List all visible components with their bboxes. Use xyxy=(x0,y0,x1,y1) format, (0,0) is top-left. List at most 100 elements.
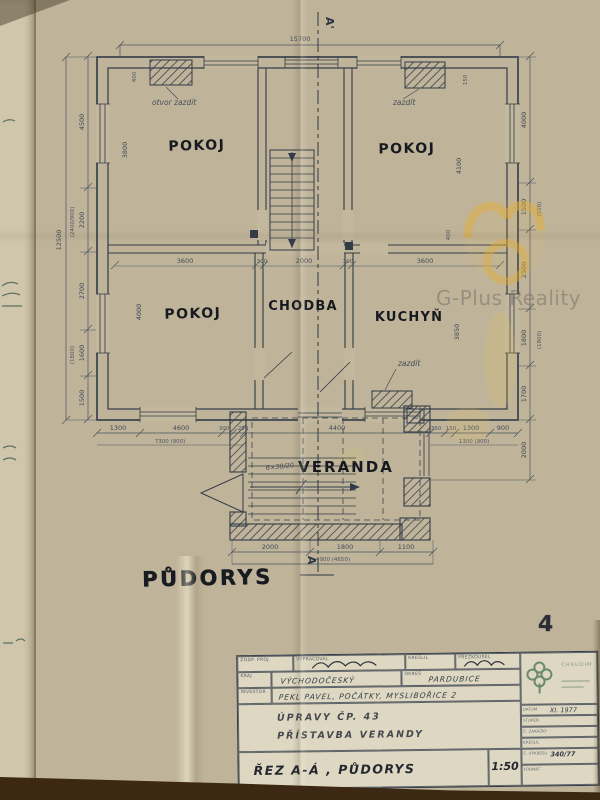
dim-left-2: 2200 xyxy=(78,212,86,229)
dim-right-1: 4000 xyxy=(520,112,528,129)
tb-side-row-5: FORMÁT xyxy=(521,763,599,786)
section-label-bottom: A xyxy=(305,556,318,565)
room-label-pokoj-top-right: POKOJ xyxy=(378,141,435,158)
watermark-text: G-Plus Reality xyxy=(436,286,582,310)
dim-right-5: 1700 xyxy=(520,386,528,403)
tb-investor-label-cell: INVESTOR xyxy=(237,687,272,705)
dim-left-1: 4500 xyxy=(78,114,86,131)
margin-scribble xyxy=(2,445,17,461)
dim-veranda-sub: 4900 (4650) xyxy=(316,557,350,563)
dim-room-kitchen: 3850 xyxy=(453,324,461,341)
veranda-roof-dashed xyxy=(251,417,421,521)
note-chimney-left: otvor zazdít xyxy=(152,98,197,107)
tb-side-row-4: Č. VÝKRESU 340/77 xyxy=(521,747,599,765)
tb-side-label-5: FORMÁT xyxy=(523,766,541,772)
title-block: ZODP. PROJ. VYPRACOVAL KRESLIL PŘEZKOUŠE… xyxy=(236,650,600,791)
tb-side-label-0: DATUM xyxy=(522,706,538,712)
tb-subject-cell: ÚPRAVY ČP. 43 PŘÍSTAVBA VERANDY xyxy=(237,700,522,753)
dim-bottom-1: 1300 xyxy=(110,424,127,432)
note-kitchen: zazdít xyxy=(397,359,421,368)
dim-right-3: 2500 xyxy=(520,262,528,279)
tb-region-value-cell: VÝCHODOČESKÝ xyxy=(271,670,402,688)
dim-left-3: 2700 xyxy=(78,283,86,300)
dim-right-alt-1: (850) xyxy=(537,202,543,217)
stamp-text: CHRUDIM xyxy=(561,661,593,669)
tb-header-cell-3: KRESLIL xyxy=(405,653,456,671)
tb-scale-value: 1:50 xyxy=(491,759,519,774)
tb-region-label: KRAJ xyxy=(240,674,252,680)
tb-header-label-1: ZODP. PROJ. xyxy=(240,657,271,664)
dim-left-overall: 12500 xyxy=(55,230,63,251)
dim-room-tl: 3800 xyxy=(121,142,129,159)
dim-bottom-5: 4400 xyxy=(329,424,346,432)
margin-scribble xyxy=(1,281,22,307)
dim-left-alt-2: (1800) xyxy=(70,346,76,364)
note-leaders xyxy=(165,86,420,391)
tb-content-cell: ŘEZ A-Á , PŮDORYS xyxy=(238,749,489,790)
dim-bottom-sub-right: 1300 (900) xyxy=(459,439,490,445)
watermark-ornament xyxy=(338,200,545,463)
dim-room-tr: 4100 xyxy=(455,158,463,175)
tb-header-label-3: KRESLIL xyxy=(408,655,429,662)
tb-side-label-3: KRESLIL xyxy=(523,739,540,745)
dim-mid-2: 300 xyxy=(257,259,268,265)
tb-region-label-cell: KRAJ xyxy=(237,671,272,689)
dim-veranda-3: 1100 xyxy=(398,543,415,551)
staircase xyxy=(269,149,315,251)
dim-mid-5: 3600 xyxy=(417,257,434,265)
sheet-caption: PŮDORYS xyxy=(141,564,273,592)
tb-side-label-4: Č. VÝKRESU xyxy=(523,750,548,756)
door-swing-triangle xyxy=(199,473,244,513)
stamp-icon xyxy=(526,661,590,694)
tb-district-cell: OKRES PARDUBICE xyxy=(401,668,521,687)
margin-scribbles xyxy=(1,119,26,644)
veranda-steps xyxy=(199,457,360,515)
tb-subject-line1: ÚPRAVY ČP. 43 xyxy=(276,711,381,724)
section-label-top: A' xyxy=(323,17,336,29)
tb-side-value-0: XI. 1977 xyxy=(549,706,577,715)
tb-side-label-1: STUPEŇ xyxy=(522,717,539,723)
tb-district-value: PARDUBICE xyxy=(428,674,482,684)
note-veranda-stairs: 6×30/20 xyxy=(265,461,294,472)
margin-scribble xyxy=(2,119,16,123)
tb-header-cell-2: VYPRACOVAL xyxy=(293,654,406,672)
dim-bottom-8: 1300 xyxy=(463,424,480,432)
margin-scribble xyxy=(3,638,26,644)
dim-veranda-1: 2000 xyxy=(262,543,279,551)
dim-bottom-9: 900 xyxy=(497,424,509,432)
dim-bottom-3: 300 xyxy=(219,426,230,432)
room-label-chodba: CHODBA xyxy=(268,299,337,314)
dim-right-veranda: 2000 xyxy=(520,442,528,459)
dim-bottom-7: 150 xyxy=(446,426,457,432)
dim-right-4: 1800 xyxy=(520,330,528,347)
dim-left-4: 1600 xyxy=(78,345,86,362)
tb-investor-value: PEKL PAVEL, POČÁTKY, MYSLIBOŘICE 2 xyxy=(278,690,458,702)
chimney-hatches xyxy=(149,59,446,424)
page-number: 4 xyxy=(537,611,554,638)
tb-side-value-4: 340/77 xyxy=(550,750,576,759)
building-walls xyxy=(96,56,519,421)
dim-room-bl: 4000 xyxy=(135,304,143,321)
signature-scribble xyxy=(311,661,377,669)
veranda-windows xyxy=(423,434,430,476)
tb-content-label: ŘEZ A-Á , PŮDORYS xyxy=(253,761,416,779)
dim-small-1: 400 xyxy=(132,71,138,82)
dim-bottom-sub-left: 7300 (900) xyxy=(155,439,186,445)
dim-small-3: 400 xyxy=(446,229,452,240)
room-label-veranda: VERANDA xyxy=(298,458,394,476)
tb-side-label-2: Č. ZAKÁZKY xyxy=(523,728,547,734)
dim-mid-3: 2000 xyxy=(296,257,313,265)
dim-bottom-6: 360 xyxy=(431,426,442,432)
dim-mid-4: 300 xyxy=(343,259,354,265)
stamp-faint-lines xyxy=(561,680,590,688)
dim-bottom-2: 4600 xyxy=(173,424,190,432)
dim-right-alt-2: (1800) xyxy=(537,331,543,349)
veranda-structure xyxy=(229,405,431,541)
dim-veranda-2: 1800 xyxy=(337,543,354,551)
tb-stamp-cell: CHRUDIM xyxy=(520,651,598,705)
tb-subject-line2: PŘÍSTAVBA VERANDY xyxy=(277,728,425,742)
room-label-pokoj-top-left: POKOJ xyxy=(168,137,225,154)
note-chimney-right: zazdít xyxy=(392,98,416,107)
underlying-sheet-edge xyxy=(0,0,36,800)
